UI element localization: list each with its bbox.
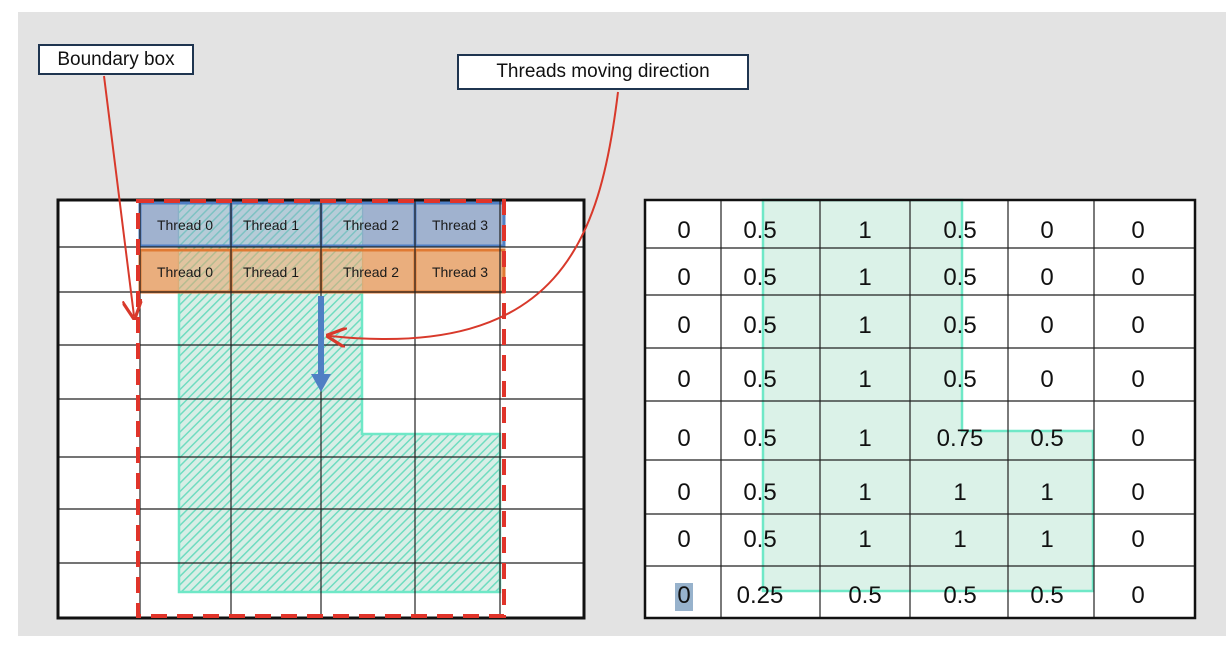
table-cell-r1-c1: 0.5 <box>743 264 776 291</box>
table-cell-r2-c4: 0 <box>1040 312 1053 339</box>
table-cell-r3-c5: 0 <box>1131 366 1144 393</box>
threads-direction-label: Threads moving direction <box>457 54 749 90</box>
table-cell-r0-c3: 0.5 <box>943 217 976 244</box>
table-cell-r7-c3: 0.5 <box>943 582 976 609</box>
thread-label-r2-0: Thread 0 <box>157 264 213 280</box>
table-cell-r7-c2: 0.5 <box>848 582 881 609</box>
table-cell-r5-c0: 0 <box>677 479 690 506</box>
thread-row-1-hatch <box>179 203 362 246</box>
table-cell-r4-c4: 0.5 <box>1030 425 1063 452</box>
table-cell-r2-c2: 1 <box>858 312 871 339</box>
table-cell-r2-c1: 0.5 <box>743 312 776 339</box>
right-table: 0 0.5 1 0.5 0 0 0 0.5 1 0.5 0 0 0 0.5 1 0.5 0 0 0 0.5 1 0.5 0 0… <box>643 198 1197 620</box>
right-table-lines <box>645 200 1195 618</box>
table-cell-r3-c0: 0 <box>677 366 690 393</box>
table-cell-r2-c3: 0.5 <box>943 312 976 339</box>
table-cell-r6-c0: 0 <box>677 526 690 553</box>
table-cell-r0-c5: 0 <box>1131 217 1144 244</box>
table-cell-r5-c2: 1 <box>858 479 871 506</box>
threads-direction-label-text: Threads moving direction <box>496 61 710 82</box>
table-cell-r1-c4: 0 <box>1040 264 1053 291</box>
table-cell-r6-c2: 1 <box>858 526 871 553</box>
table-cell-r6-c4: 1 <box>1040 526 1053 553</box>
table-cell-r1-c5: 0 <box>1131 264 1144 291</box>
thread-row-2-hatch <box>179 250 362 292</box>
table-cell-r0-c0: 0 <box>677 217 690 244</box>
table-cell-r7-c0: 0 <box>677 582 690 609</box>
highlighted-cell-marker <box>675 583 693 611</box>
table-cell-r7-c1: 0.25 <box>737 582 784 609</box>
boundary-box-pointer-arrow <box>103 75 134 316</box>
boundary-box <box>136 199 506 618</box>
table-cell-r7-c5: 0 <box>1131 582 1144 609</box>
table-cell-r5-c4: 1 <box>1040 479 1053 506</box>
table-cell-r1-c3: 0.5 <box>943 264 976 291</box>
table-cell-r1-c2: 1 <box>858 264 871 291</box>
table-cell-r0-c4: 0 <box>1040 217 1053 244</box>
threads-direction-pointer-arrow <box>330 91 619 339</box>
right-table-border <box>643 198 1197 620</box>
table-cell-r6-c3: 1 <box>953 526 966 553</box>
table-cell-r2-c0: 0 <box>677 312 690 339</box>
table-cell-r5-c3: 1 <box>953 479 966 506</box>
table-cell-r4-c1: 0.5 <box>743 425 776 452</box>
table-cell-r7-c4: 0.5 <box>1030 582 1063 609</box>
table-cell-r0-c2: 1 <box>858 217 871 244</box>
thread-label-r2-2: Thread 2 <box>343 264 399 280</box>
table-cell-r1-c0: 0 <box>677 264 690 291</box>
boundary-box-label: Boundary box <box>38 44 194 75</box>
thread-label-r2-3: Thread 3 <box>432 264 488 280</box>
thread-label-r1-1: Thread 1 <box>243 217 299 233</box>
table-cell-r6-c5: 0 <box>1131 526 1144 553</box>
table-cells: 0 0.5 1 0.5 0 0 0 0.5 1 0.5 0 0 0 0.5 1 0.5 0 0 0 0.5 1 0.5 0 0… <box>677 217 1144 609</box>
table-cell-r4-c2: 1 <box>858 425 871 452</box>
table-cell-r5-c1: 0.5 <box>743 479 776 506</box>
table-cell-r4-c5: 0 <box>1131 425 1144 452</box>
table-cell-r3-c4: 0 <box>1040 366 1053 393</box>
table-cell-r3-c1: 0.5 <box>743 366 776 393</box>
left-grid-lines <box>58 200 584 618</box>
table-cell-r2-c5: 0 <box>1131 312 1144 339</box>
left-grid: Thread 0 Thread 1 Thread 2 Thread 3 Thre… <box>56 198 586 620</box>
table-cell-r4-c3: 0.75 <box>937 425 984 452</box>
table-cell-r6-c1: 0.5 <box>743 526 776 553</box>
thread-direction-arrow <box>311 296 331 392</box>
table-cell-r3-c3: 0.5 <box>943 366 976 393</box>
table-cell-r5-c5: 0 <box>1131 479 1144 506</box>
table-cell-r0-c1: 0.5 <box>743 217 776 244</box>
table-cell-r4-c0: 0 <box>677 425 690 452</box>
thread-label-r1-0: Thread 0 <box>157 217 213 233</box>
boundary-box-label-text: Boundary box <box>57 48 175 70</box>
thread-label-r2-1: Thread 1 <box>243 264 299 280</box>
thread-label-r1-3: Thread 3 <box>432 217 488 233</box>
table-cell-r3-c2: 1 <box>858 366 871 393</box>
thread-label-r1-2: Thread 2 <box>343 217 399 233</box>
